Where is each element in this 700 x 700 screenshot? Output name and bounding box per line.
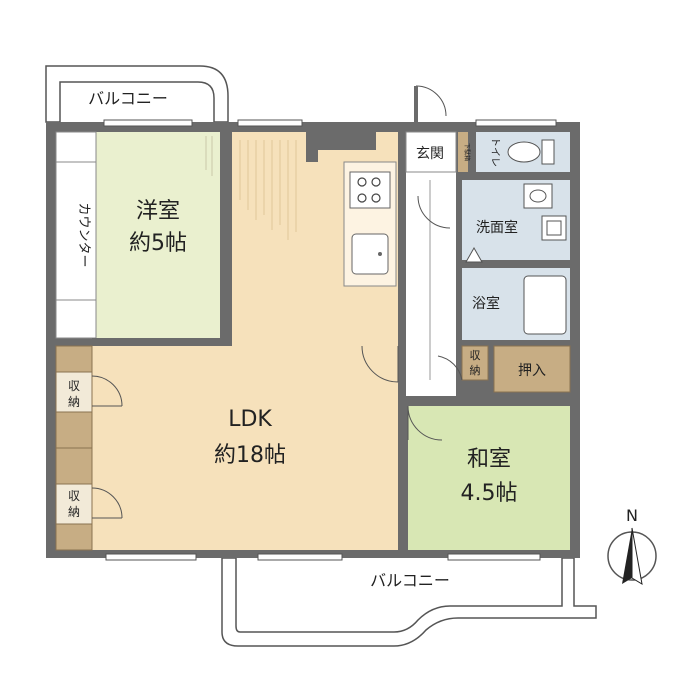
shoe-box-label: 下駄箱: [463, 143, 471, 161]
ldk-floor-hatch: [239, 140, 297, 240]
compass-north-label: N: [626, 506, 638, 525]
ldk-door-swing: [361, 345, 399, 383]
mid-storage: [461, 345, 489, 381]
washroom-door-swing: [417, 195, 451, 229]
entrance-label: 玄関: [416, 145, 444, 162]
compass: N: [607, 506, 657, 585]
western-room-name: 洋室: [136, 199, 180, 224]
stove: [349, 171, 391, 209]
japanese-room-name: 和室: [467, 447, 511, 472]
storage-1-label-bottom: 納: [68, 395, 80, 409]
toilet-label: トイレ: [489, 137, 500, 167]
japanese-room-floor: [408, 406, 570, 550]
north-balcony-label: バルコニー: [88, 89, 168, 108]
japanese-room-door-swing: [407, 405, 443, 441]
sink: [351, 233, 389, 275]
bathroom-label: 浴室: [472, 295, 500, 312]
washing-machine: [541, 215, 567, 241]
japanese-room-size: 4.5帖: [461, 481, 518, 506]
north-balcony-railing: [45, 65, 229, 123]
washroom-label: 洗面室: [476, 219, 518, 236]
corridor: [406, 132, 456, 396]
shoe-box: [458, 132, 468, 172]
bathtub: [523, 275, 567, 335]
ldk-name: LDK: [228, 407, 272, 432]
closet: [493, 345, 571, 393]
western-room-size: 約5帖: [129, 231, 187, 256]
counter-label: カウンター: [76, 202, 91, 267]
closet-label: 押入: [518, 363, 546, 379]
mid-storage-label-bottom: 納: [470, 364, 481, 377]
mid-storage-label-top: 収: [470, 349, 481, 362]
toilet-bowl: [507, 141, 541, 163]
ldk-floor: [92, 132, 398, 550]
western-room-floor: [96, 132, 220, 338]
storage-1-label-top: 収: [68, 379, 80, 393]
south-balcony-label: バルコニー: [370, 571, 450, 590]
storage-2-label-bottom: 納: [68, 505, 80, 519]
ldk-size: 約18帖: [214, 443, 286, 468]
entrance: [405, 131, 457, 173]
storage-2-label-top: 収: [68, 489, 80, 503]
windows: [103, 119, 557, 561]
